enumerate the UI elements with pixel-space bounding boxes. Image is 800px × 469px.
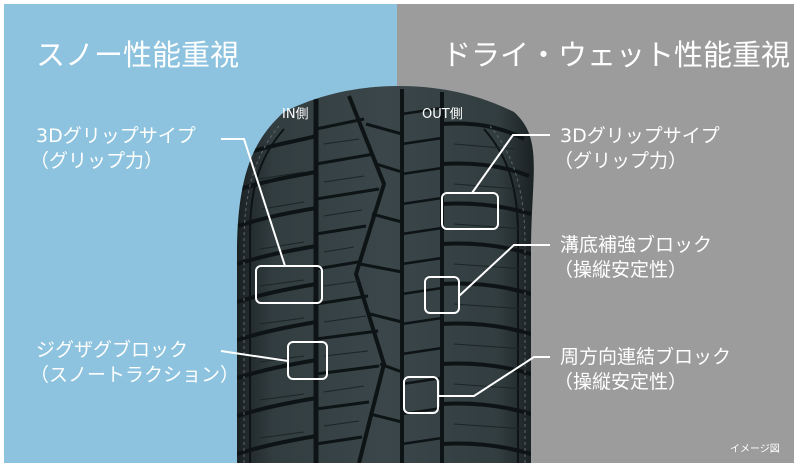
callout-subtitle: （操縦安定性） (554, 371, 688, 393)
image-note: イメージ図 (730, 444, 780, 455)
callout-zigzag-block: ジグザグブロック （スノートラクション） (30, 338, 239, 388)
callout-title: ジグザグブロック (36, 339, 189, 361)
callout-subtitle: （グリップ力） (30, 150, 164, 172)
callout-circumferential-block: 周方向連結ブロック （操縦安定性） (554, 345, 732, 395)
callout-title: 溝底補強ブロック (560, 234, 713, 256)
in-side-label: IN側 (282, 107, 309, 122)
callout-box-in-3d-grip-sipe (255, 265, 323, 304)
snow-performance-heading: スノー性能重視 (36, 38, 240, 72)
callout-subtitle: （操縦安定性） (554, 259, 688, 281)
callout-groove-bottom-block: 溝底補強ブロック （操縦安定性） (554, 233, 713, 283)
callout-out-3d-grip-sipe: 3Dグリップサイプ （グリップ力） (554, 124, 720, 174)
dry-wet-performance-heading: ドライ・ウェット性能重視 (442, 38, 791, 72)
callout-title: 3Dグリップサイプ (36, 125, 196, 147)
callout-subtitle: （スノートラクション） (30, 364, 240, 386)
tire-feature-diagram: スノー性能重視 ドライ・ウェット性能重視 IN側 OUT側 3Dグリップサイプ … (4, 4, 794, 463)
callout-in-3d-grip-sipe: 3Dグリップサイプ （グリップ力） (30, 124, 196, 174)
callout-title: 周方向連結ブロック (560, 346, 732, 368)
callout-subtitle: （グリップ力） (554, 150, 688, 172)
callout-title: 3Dグリップサイプ (560, 125, 720, 147)
tire-tread-illustration (220, 86, 550, 463)
out-side-label: OUT側 (422, 107, 463, 122)
callout-box-out-3d-grip-sipe (441, 192, 499, 230)
